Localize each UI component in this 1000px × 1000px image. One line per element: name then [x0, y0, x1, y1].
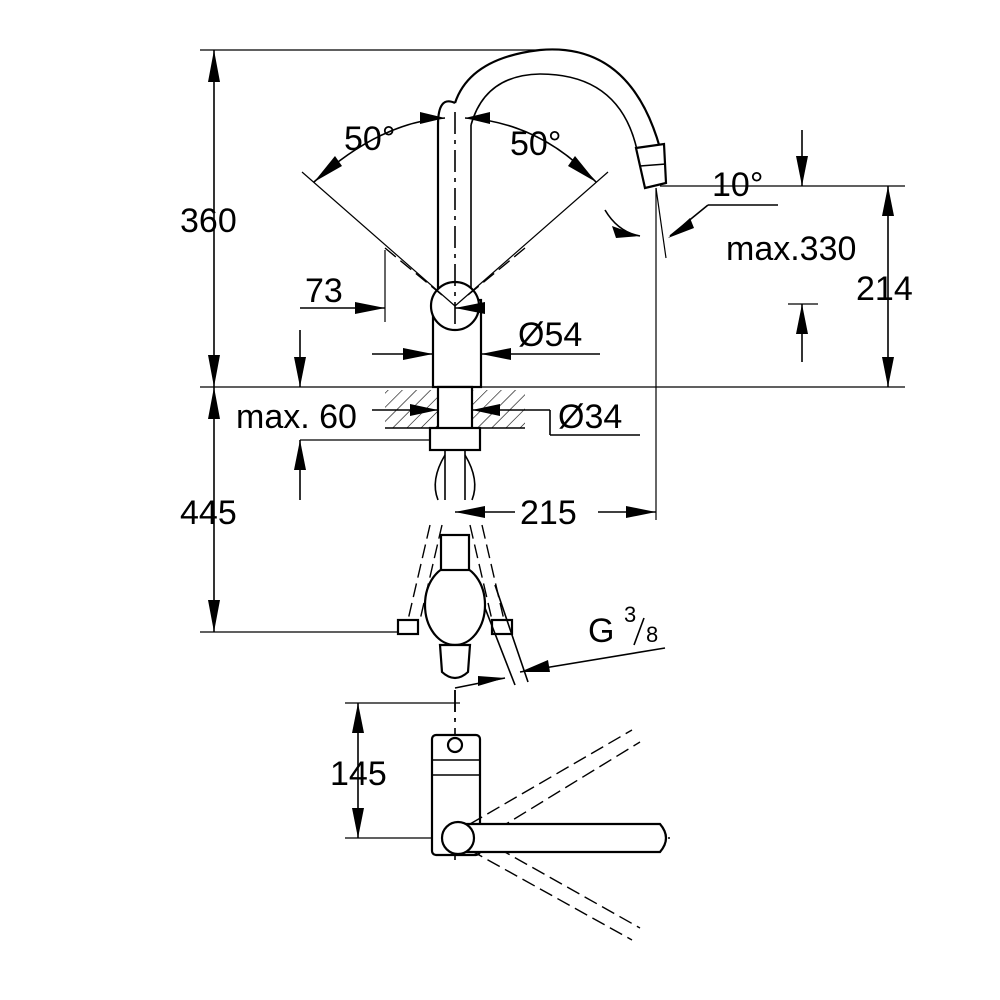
- label-spout-tilt: 10°: [712, 166, 763, 204]
- underside-hoses: [396, 454, 529, 686]
- dimension-lever-offset: 73: [300, 250, 485, 322]
- dimension-plan-depth: 145: [330, 703, 387, 838]
- dimension-hole-diameter: Ø34: [372, 398, 640, 436]
- dimension-body-diameter: Ø54: [372, 316, 600, 360]
- dimension-height-below: 445: [180, 387, 237, 632]
- dimension-height-total: 360: [180, 50, 237, 387]
- label-angle-left: 50°: [344, 120, 395, 158]
- dimension-outlet-height: max.330: [726, 130, 856, 362]
- label-plan-depth: 145: [330, 755, 387, 793]
- label-projection: 215: [520, 494, 577, 532]
- reference-lines: [200, 49, 905, 839]
- label-connection-den: 8: [646, 622, 658, 647]
- label-angle-right: 50°: [510, 125, 561, 163]
- label-connection-prefix: G: [588, 612, 614, 650]
- label-hole-diameter: Ø34: [558, 398, 622, 436]
- dimension-projection: 215: [455, 494, 656, 532]
- label-height-below: 445: [180, 494, 237, 532]
- label-lever-offset: 73: [305, 272, 343, 310]
- faucet-plan-view: [430, 690, 670, 941]
- label-connection-num: 3: [624, 602, 636, 627]
- lever-angle-lines: 50° 50°: [301, 112, 609, 307]
- deck-section: [385, 385, 525, 500]
- spray-tilt: 10°: [604, 166, 778, 520]
- connection-thread: G 3 8: [454, 602, 666, 689]
- label-spout-height: 214: [856, 270, 913, 308]
- label-body-diameter: Ø54: [518, 316, 582, 354]
- label-outlet-height: max.330: [726, 230, 856, 268]
- label-height-total: 360: [180, 202, 237, 240]
- label-deck-thickness: max. 60: [236, 398, 357, 436]
- dimension-spout-height: 214: [856, 186, 913, 387]
- dimension-deck-thickness: max. 60: [236, 330, 430, 500]
